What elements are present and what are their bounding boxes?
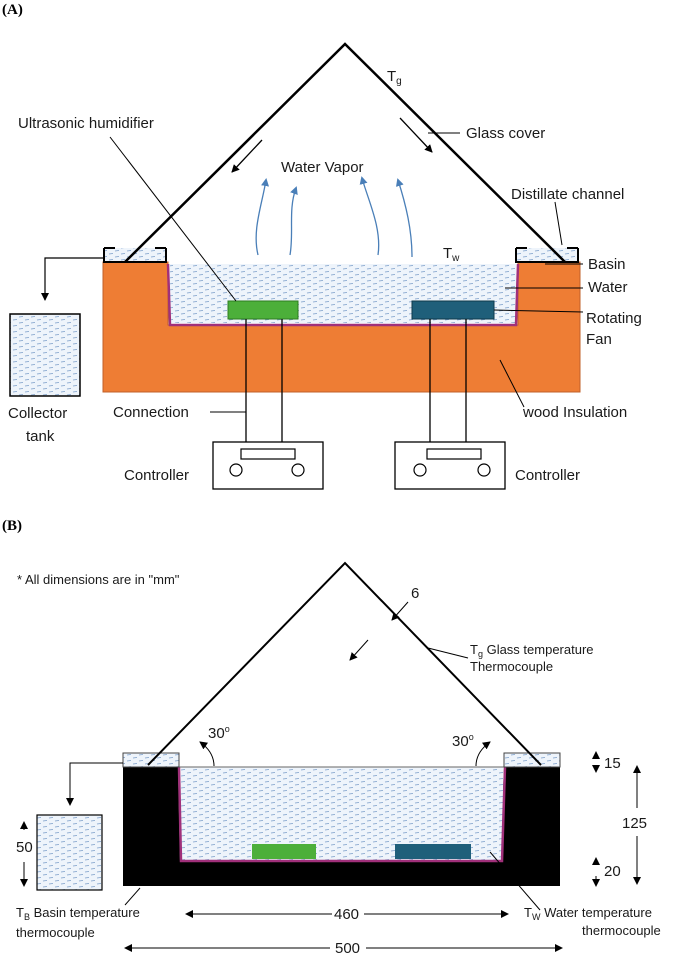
distillate-channel-b-right (503, 752, 561, 768)
panel-b: (B) * All dimensions are in "mm" 6 Tg Gl… (2, 518, 661, 956)
tw-thermocouple-label: thermocouple (582, 923, 661, 938)
tb-basin-temp-label: TB Basin temperature (16, 905, 140, 922)
knob-icon (291, 463, 305, 477)
basin-liner (166, 263, 520, 327)
basin-liner-b (177, 766, 507, 863)
thickness-arrow-icon (391, 601, 409, 621)
dim-20-label: 20 (604, 863, 621, 880)
connection-wire-right (429, 319, 467, 442)
tg-label: Tg (387, 68, 402, 87)
panel-b-label: (B) (2, 518, 22, 534)
angle-right-label: 30o (452, 732, 474, 750)
distillate-channel-left (104, 248, 166, 262)
fan-label: Fan (586, 331, 612, 348)
tw-water-temp-label: TW Water temperature (524, 905, 652, 922)
knob-icon (413, 463, 427, 477)
panel-a-label: (A) (2, 2, 23, 18)
glass-cover-b (147, 561, 542, 766)
vapor-arrow-3-icon (359, 176, 380, 256)
controller-left-box (212, 441, 324, 490)
collector-tank (9, 313, 81, 397)
dimension-note: * All dimensions are in "mm" (17, 572, 180, 587)
collector-pipe (41, 257, 103, 301)
thickness-arrow-icon (349, 639, 369, 661)
dim-125-label: 125 (622, 815, 647, 832)
dim-460-label: 460 (334, 906, 359, 923)
ultrasonic-humidifier-b (252, 844, 316, 859)
rotating-fan (411, 300, 495, 320)
vapor-arrow-1-icon (255, 178, 270, 256)
distillate-channel-label: Distillate channel (511, 186, 624, 203)
tg-glass-temp-label: Tg Glass temperature (470, 642, 594, 659)
ultrasonic-humidifier-label: Ultrasonic humidifier (18, 115, 154, 132)
collector-label: Collector (8, 405, 67, 422)
collector-tank-b (36, 814, 103, 891)
controller-right-box (394, 441, 506, 490)
water-vapor-label: Water Vapor (281, 159, 364, 176)
knob-icon (229, 463, 243, 477)
controller-right-label: Controller (515, 467, 580, 484)
ultrasonic-humidifier (227, 300, 299, 320)
angle-left-label: 30o (208, 724, 230, 742)
angle-arc-left (199, 741, 215, 767)
connection-label: Connection (113, 404, 189, 421)
panel-a: (A) (2, 2, 642, 490)
knob-icon (477, 463, 491, 477)
angle-arc-right (475, 741, 491, 767)
dim-15-label: 15 (604, 755, 621, 772)
connection-wire-left (245, 319, 283, 442)
tg-thermocouple-label: Thermocouple (470, 659, 553, 674)
tw-label: Tw (443, 245, 460, 264)
water-label: Water (588, 279, 627, 296)
dim-50-label: 50 (16, 839, 33, 856)
condensate-arrow-left-icon (231, 139, 263, 173)
tb-thermocouple-label: thermocouple (16, 925, 95, 940)
distillate-channel-b-left (122, 752, 180, 768)
basin-label: Basin (588, 256, 626, 273)
dim-500-label: 500 (335, 940, 360, 956)
glass-cover (124, 42, 566, 263)
rotating-fan-b (395, 844, 471, 859)
tank-label: tank (26, 428, 55, 445)
glass-thickness-label: 6 (411, 585, 419, 602)
collector-pipe-b (66, 762, 123, 806)
controller-left-label: Controller (124, 467, 189, 484)
wood-insulation-label: wood Insulation (522, 404, 627, 421)
rotating-label: Rotating (586, 310, 642, 327)
vapor-arrow-2-icon (289, 186, 298, 256)
condensate-arrow-right-icon (399, 117, 433, 153)
distillate-channel-right (516, 248, 578, 262)
glass-cover-label: Glass cover (466, 125, 545, 142)
vapor-arrow-4-icon (396, 178, 413, 258)
